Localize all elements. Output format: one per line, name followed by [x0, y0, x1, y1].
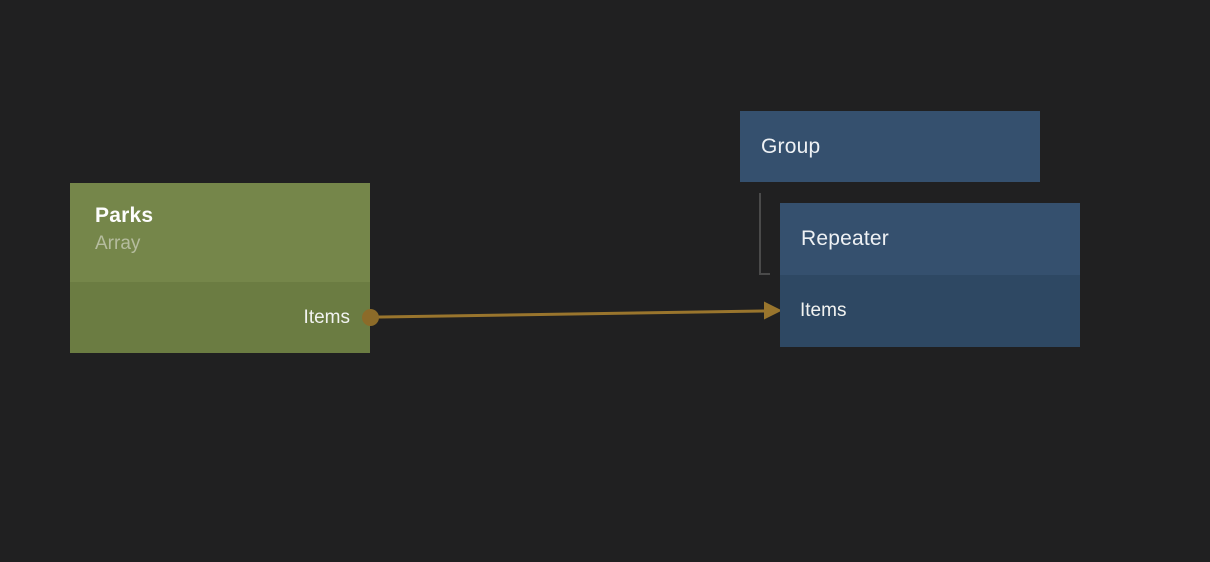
node-parks-subtitle: Array	[95, 233, 141, 254]
node-parks-items-label: Items	[303, 306, 350, 328]
connection-wire[interactable]	[377, 309, 765, 319]
output-port-dot[interactable]	[362, 309, 379, 326]
node-repeater[interactable]: Repeater Items	[780, 203, 1080, 347]
node-group-title: Group	[761, 134, 821, 158]
hierarchy-line-group-repeater	[759, 193, 770, 275]
node-repeater-items-label: Items	[800, 300, 847, 321]
node-parks-items-row[interactable]: Items	[70, 282, 379, 353]
node-repeater-items-row[interactable]: Items	[780, 275, 1080, 347]
node-group[interactable]: Group	[740, 111, 1040, 182]
node-parks-title: Parks	[95, 204, 154, 227]
node-group-header: Group	[740, 111, 1040, 182]
connection-parks-items-to-repeater-items[interactable]	[377, 301, 782, 320]
node-parks[interactable]: Parks Array Items	[70, 183, 379, 353]
node-repeater-header: Repeater	[780, 203, 1080, 275]
node-parks-header: Parks Array	[70, 183, 370, 282]
node-repeater-title: Repeater	[801, 227, 889, 250]
